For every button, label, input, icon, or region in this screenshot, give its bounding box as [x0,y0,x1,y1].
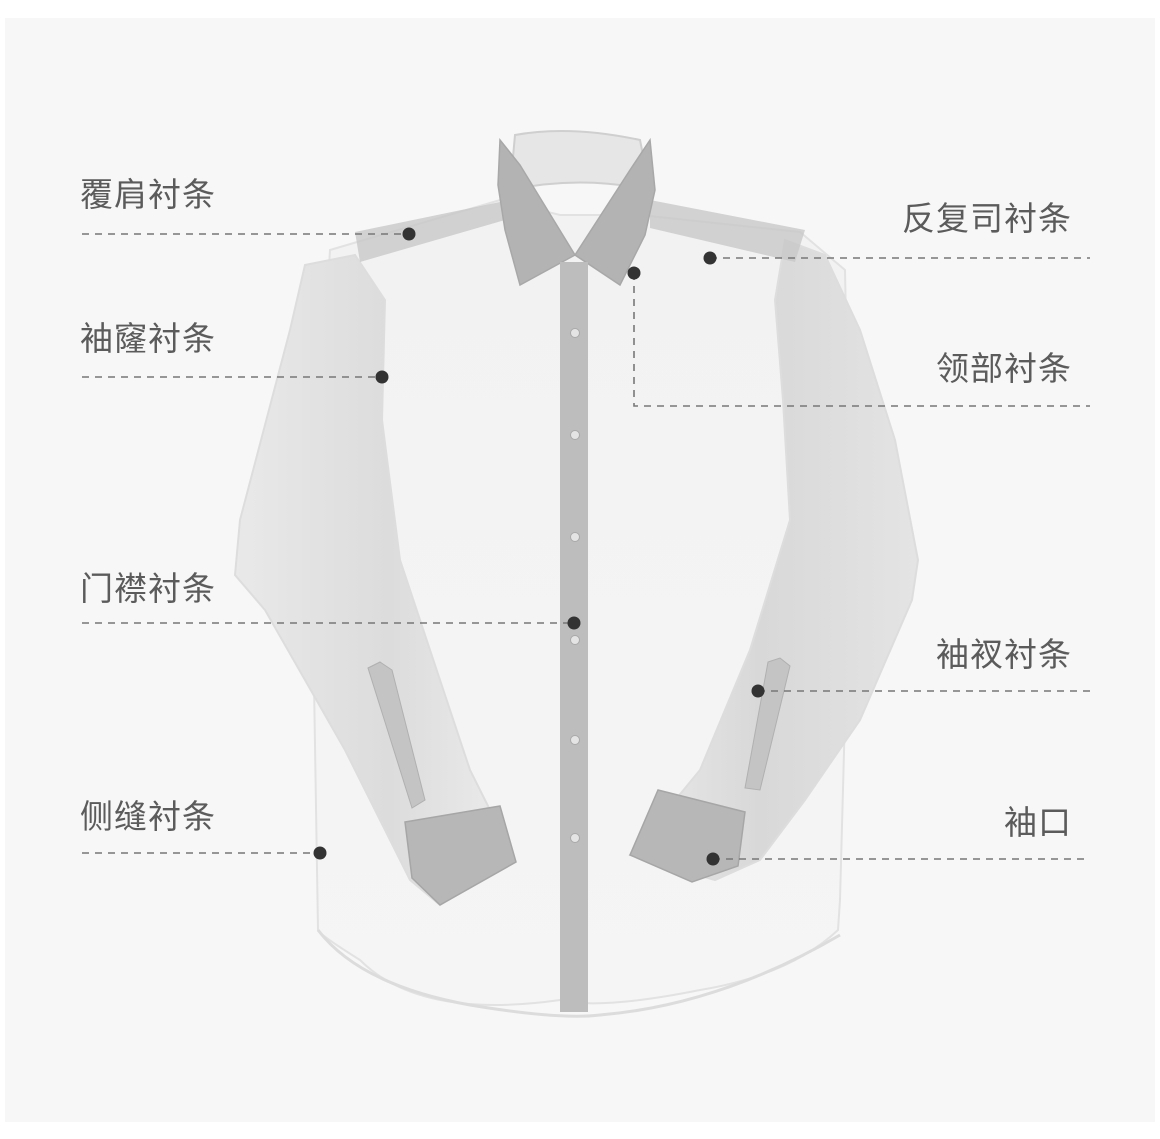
left-shoulder-strip [355,202,505,262]
leader-line-collar [633,273,1090,407]
marker-dot-cuff [706,852,720,866]
label-yoke-back: 反复司衬条 [902,199,1072,238]
label-collar: 领部衬条 [936,349,1072,388]
label-sleeve-placket: 袖衩衬条 [936,635,1072,674]
marker-dot-side-seam [313,846,327,860]
shirt-hem [316,929,841,1018]
left-cuff [404,805,517,906]
marker-dot-sleeve-placket [751,684,765,698]
placket-buttons [570,328,580,843]
label-side-seam: 侧缝衬条 [80,797,216,836]
right-sleeve [628,238,920,882]
collar-left [497,137,577,287]
marker-dot-placket [567,616,581,630]
right-sleeve-placket [744,657,791,791]
label-placket: 门襟衬条 [80,569,216,608]
label-shoulder: 覆肩衬条 [80,175,216,214]
label-armhole: 袖窿衬条 [80,319,216,358]
leader-lines [82,233,1090,860]
marker-dot-shoulder [402,227,416,241]
marker-dot-armhole [375,370,389,384]
marker-dots [313,227,765,866]
collar-right [573,137,656,287]
right-shoulder-strip [650,200,805,262]
label-cuff: 袖口 [1004,803,1072,842]
marker-dot-yoke-back [703,251,717,265]
left-sleeve-placket [367,661,426,809]
marker-dot-collar [627,266,641,280]
